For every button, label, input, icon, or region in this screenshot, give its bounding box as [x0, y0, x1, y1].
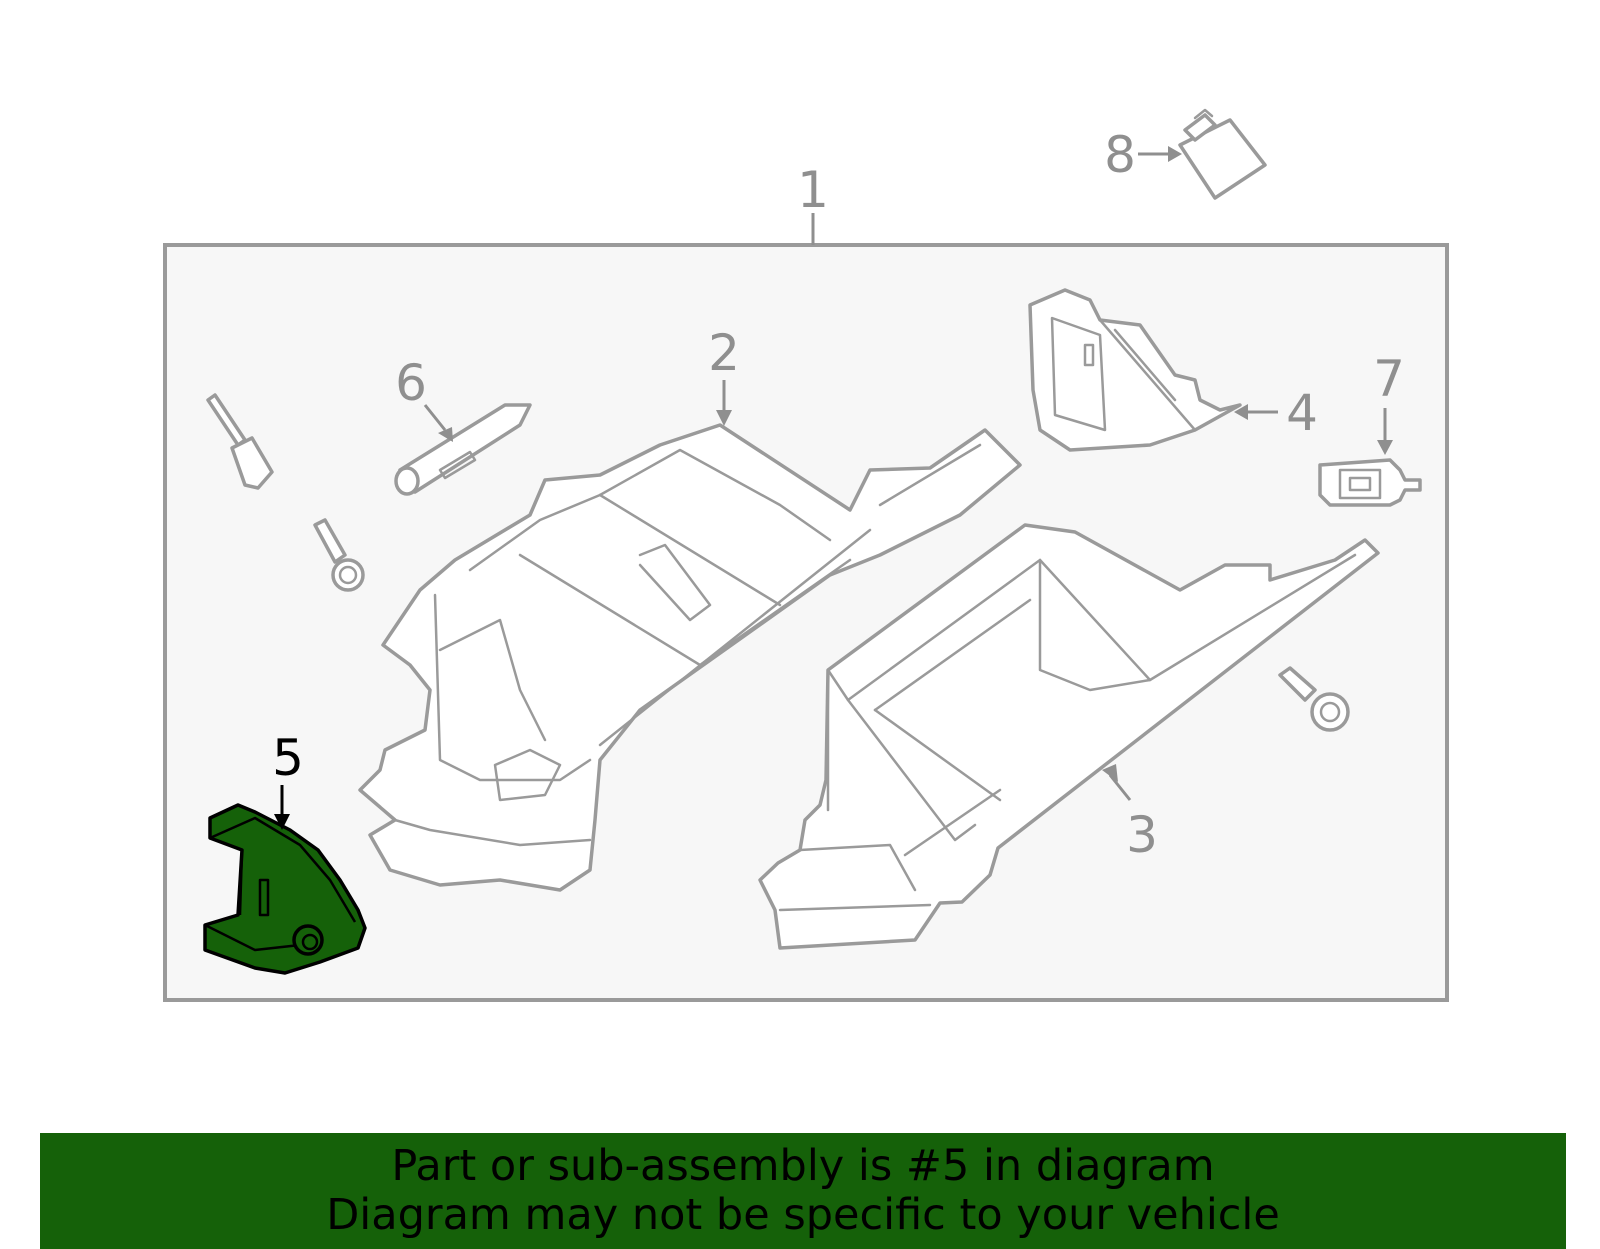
callout-1: 1 [797, 161, 829, 219]
callout-4: 4 [1286, 384, 1318, 442]
part-8-lamp [1178, 108, 1267, 200]
screw-left-bottom [313, 518, 365, 592]
callout-5: 5 [272, 729, 304, 787]
callout-2: 2 [708, 324, 740, 382]
part-5-bracket-highlighted [203, 803, 367, 975]
callout-7: 7 [1373, 350, 1405, 408]
callout-3: 3 [1126, 806, 1158, 864]
part-2-glove-box-housing [358, 423, 1022, 892]
callout-6: 6 [395, 354, 427, 412]
banner-line-2: Diagram may not be specific to your vehi… [326, 1190, 1280, 1240]
part-3-glove-box-bin [758, 523, 1380, 950]
callout-8: 8 [1104, 126, 1136, 184]
part-7-latch [1318, 458, 1422, 507]
info-banner: Part or sub-assembly is #5 in diagram Di… [40, 1133, 1566, 1249]
part-6-pin [394, 403, 532, 496]
banner-line-1: Part or sub-assembly is #5 in diagram [391, 1141, 1215, 1191]
screw-right [1278, 666, 1350, 732]
screw-left-top [206, 393, 274, 490]
part-4-side-panel [1028, 288, 1242, 452]
